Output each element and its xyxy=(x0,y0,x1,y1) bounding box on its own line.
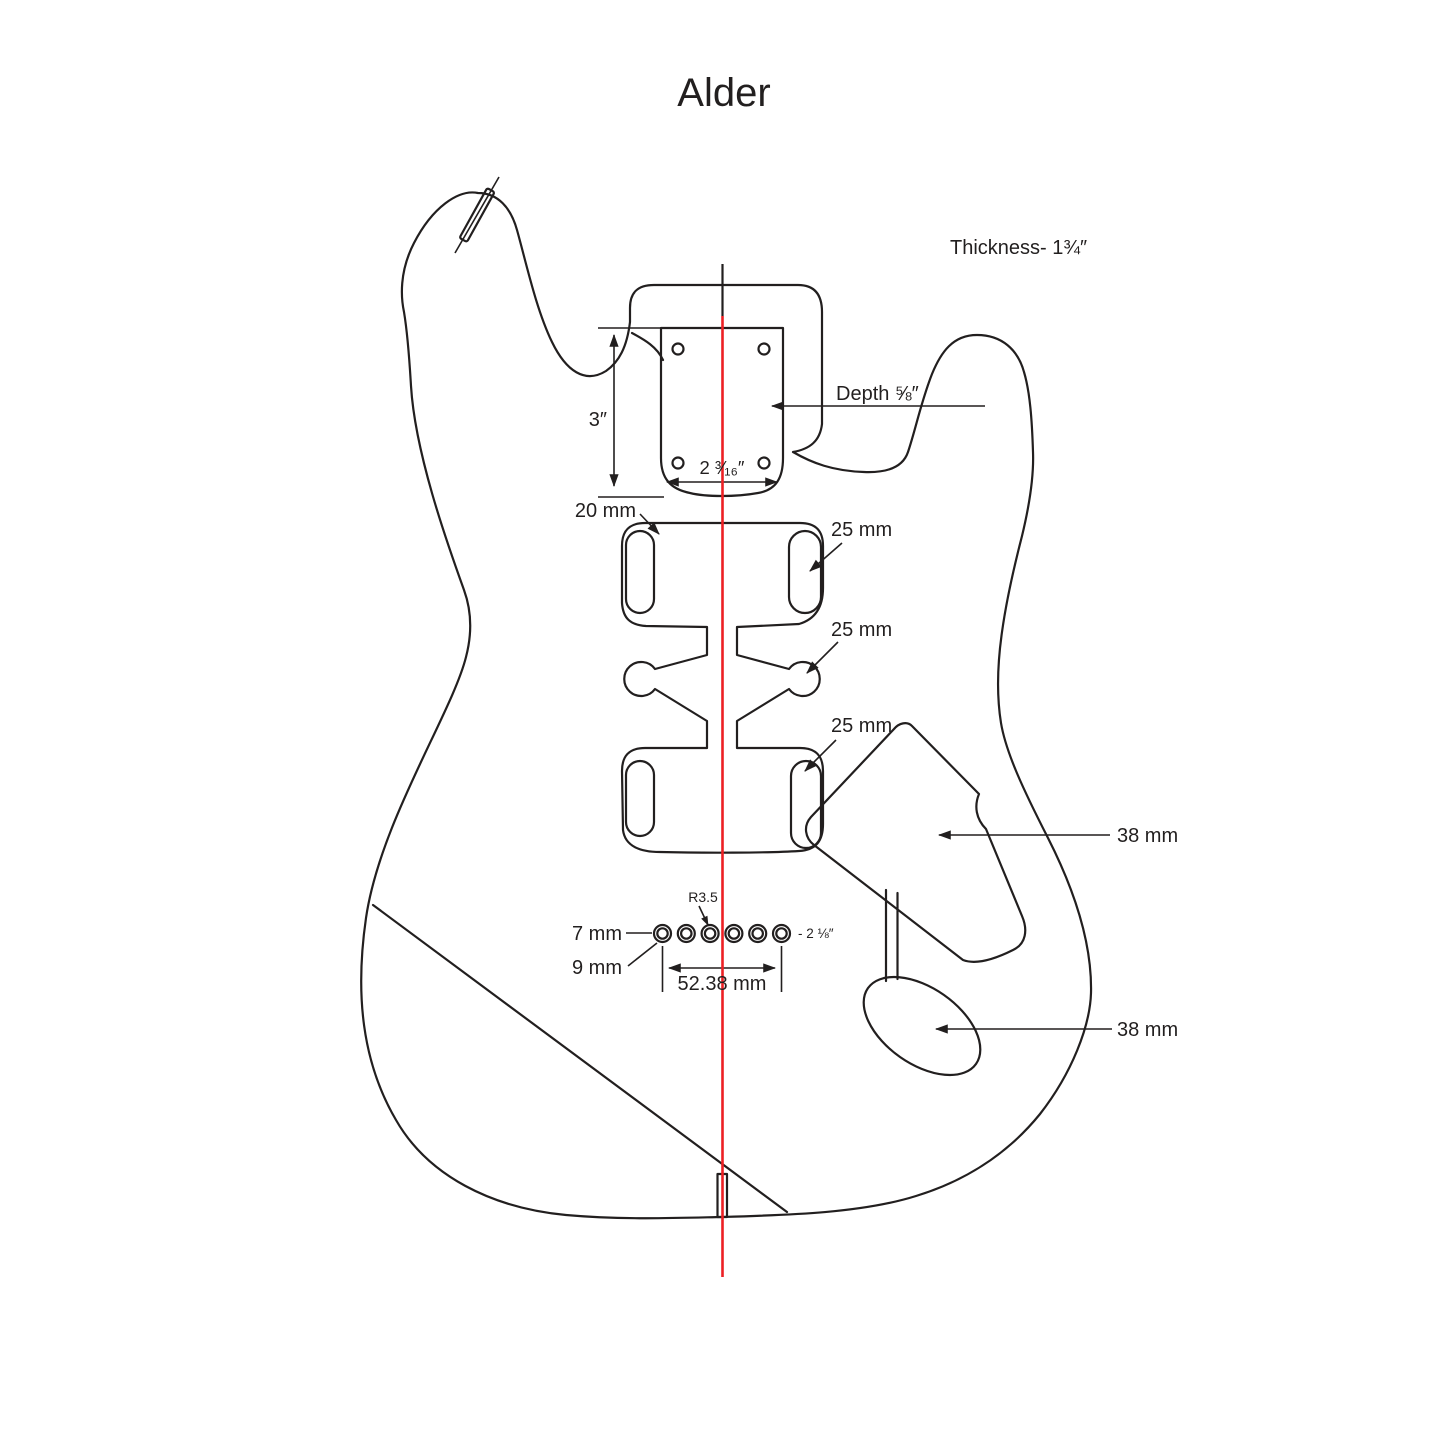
bridge-mounting-holes xyxy=(652,923,792,944)
neck-screw-hole xyxy=(757,342,771,356)
depth-label: Depth ⅝″ xyxy=(836,383,919,405)
bridge-hole xyxy=(771,923,792,944)
bridge-hole xyxy=(700,923,720,944)
jack-rout-width-label: 38 mm xyxy=(1117,1019,1178,1041)
bridge-edge-distance-label: - 2 ⅛″ xyxy=(798,926,834,941)
thickness-label: Thickness- 1¾″ xyxy=(950,237,1087,259)
bridge-hole xyxy=(748,923,768,944)
trem-cavity-width-label: 38 mm xyxy=(1117,825,1178,847)
jack-rout xyxy=(862,975,982,1077)
neck-screw-hole xyxy=(671,456,685,470)
neck-rout-offset-label: 20 mm xyxy=(575,500,636,522)
middle-pickup-width-label: 25 mm xyxy=(831,619,892,641)
trem-arm-channel xyxy=(884,888,899,983)
bridge-hole xyxy=(724,923,744,944)
diagonal-reference-line xyxy=(371,903,789,1214)
bridge-hole xyxy=(652,923,673,944)
dimension-lines xyxy=(598,327,1112,1034)
neck-pickup-width-label: 25 mm xyxy=(831,519,892,541)
neck-pocket-width-label: 2 ³⁄₁₆″ xyxy=(700,457,745,478)
bridge-pickup-ear xyxy=(624,759,656,838)
bridge-hole-radius-label: R3.5 xyxy=(688,889,718,905)
bridge-hole xyxy=(676,923,696,944)
neck-screw-hole xyxy=(757,456,771,470)
neck-pocket-heel-curve xyxy=(630,331,665,362)
bridge-hole-spacing-label: 52.38 mm xyxy=(678,973,767,995)
strap-button-top xyxy=(454,176,500,254)
neck-pickup-ear xyxy=(787,529,823,615)
pickup-rout-outline xyxy=(620,521,825,854)
neck-pickup-ear xyxy=(624,529,656,615)
neck-pocket-length-label: 3″ xyxy=(589,409,607,431)
bridge-pickup-width-label: 25 mm xyxy=(831,715,892,737)
bridge-hole-counterbore-label: 9 mm xyxy=(572,957,622,979)
tremolo-cavity xyxy=(804,722,1027,963)
bridge-hole-diameter-label: 7 mm xyxy=(572,923,622,945)
guitar-body-outline xyxy=(360,191,1093,1220)
neck-screw-hole xyxy=(671,342,685,356)
page-title: Alder xyxy=(677,71,770,115)
